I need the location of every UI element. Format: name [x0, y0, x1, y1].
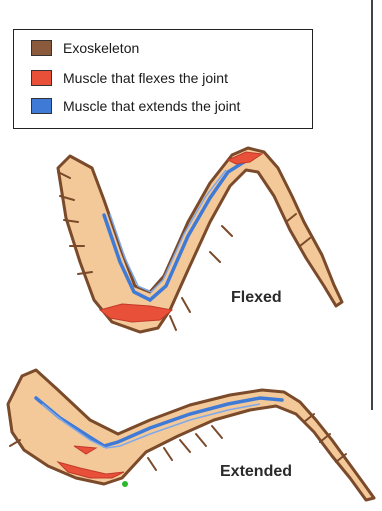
green-marker-dot: [122, 481, 128, 487]
flexed-exoskeleton: [58, 148, 342, 332]
extended-leg: [8, 370, 374, 500]
extended-label: Extended: [220, 463, 292, 481]
extended-exoskeleton: [8, 370, 374, 500]
flexed-leg: [58, 148, 342, 332]
flexed-label: Flexed: [231, 289, 282, 307]
